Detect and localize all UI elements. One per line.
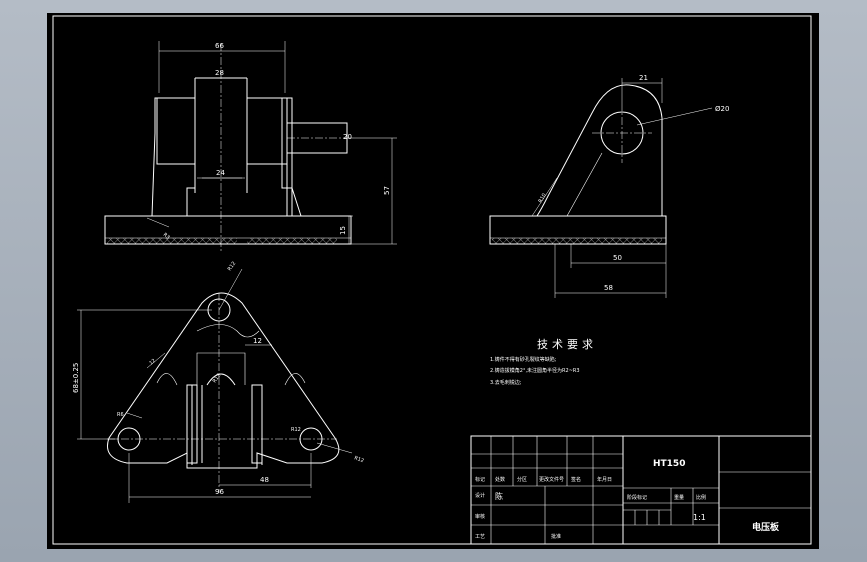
dim-57: 57 [383, 186, 391, 195]
label-sign: 签名 [571, 476, 581, 483]
note-line-2: 2.铸造拔模角2°,未注圆角半径为R2~R3 [490, 367, 580, 374]
label-change: 更改文件号 [539, 476, 564, 483]
label-stage: 阶段标记 [627, 494, 647, 501]
side-view: 21 Ø20 R10 50 58 [489, 74, 729, 298]
dim-r12-right: R12 [291, 427, 301, 433]
designer-name: 陈 [495, 491, 503, 501]
label-date: 年月日 [597, 476, 612, 483]
label-mark: 标记 [475, 476, 485, 483]
dim-66: 66 [215, 42, 224, 50]
front-left-section [156, 97, 196, 165]
side-hole [600, 111, 644, 155]
dim-diameter-20: Ø20 [715, 105, 729, 113]
dim-48: 48 [260, 476, 269, 484]
drawing-sheet: 66 28 24 20 57 15 R3 2 [47, 13, 819, 549]
label-weight: 重量 [674, 494, 684, 501]
dim-12-left: 12 [148, 358, 157, 367]
dim-96: 96 [215, 488, 224, 496]
cad-drawing: 66 28 24 20 57 15 R3 2 [52, 15, 812, 545]
side-upright [536, 84, 663, 217]
part-name: 电压板 [752, 521, 780, 533]
dim-58: 58 [604, 284, 613, 292]
title-block: HT150 1:1 电压板 设计 陈 审核 工艺 批准 阶段标记 重量 比例 标… [470, 435, 812, 545]
dim-r12-top: R12 [227, 261, 238, 273]
label-designer: 设计 [475, 492, 485, 499]
dim-21: 21 [639, 74, 648, 82]
front-view: 66 28 24 20 57 15 R3 [104, 41, 397, 253]
notes-title: 技术要求 [537, 338, 597, 351]
material: HT150 [653, 459, 685, 469]
dim-r6: R6 [117, 412, 124, 418]
label-approve: 批准 [551, 533, 561, 540]
top-outline [107, 292, 340, 469]
front-right-section [246, 97, 288, 165]
label-scale: 比例 [696, 494, 706, 501]
dim-r12-outer: R12 [353, 455, 364, 464]
label-craft: 工艺 [475, 534, 485, 540]
inner-border [52, 15, 812, 545]
dim-12-right: 12 [253, 337, 262, 345]
technical-notes: 技术要求 1.铸件不得有砂孔裂纹等缺陷; 2.铸造拔模角2°,未注圆角半径为R2… [490, 338, 597, 386]
note-line-3: 3.去毛刺锐边; [490, 379, 522, 386]
scale-value: 1:1 [693, 513, 706, 522]
top-view: R12 68±0.25 12 12 R12 R6 R12 R12 48 96 [72, 261, 365, 503]
dim-20: 20 [343, 133, 352, 141]
dim-50: 50 [613, 254, 622, 262]
label-count: 处数 [495, 476, 505, 483]
dim-28: 28 [215, 69, 224, 77]
label-check: 审核 [475, 513, 485, 520]
dim-r10: R10 [538, 192, 548, 204]
dim-24: 24 [216, 169, 225, 177]
dim-r12-center: R12 [212, 373, 223, 385]
label-zone: 分区 [517, 476, 527, 483]
dim-15: 15 [339, 226, 347, 235]
note-line-1: 1.铸件不得有砂孔裂纹等缺陷; [490, 356, 557, 363]
dim-r3: R3 [162, 232, 171, 241]
dim-68: 68±0.25 [72, 363, 80, 393]
